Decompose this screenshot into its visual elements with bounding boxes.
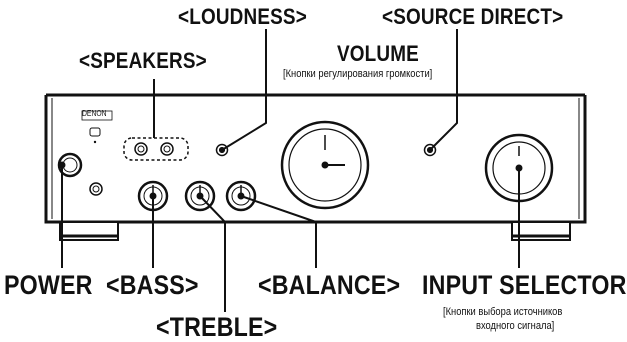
input-note-line2: входного сигнала] bbox=[476, 320, 555, 332]
bass-label: <BASS> bbox=[106, 270, 199, 300]
volume-note: [Кнопки регулирования громкости] bbox=[283, 68, 433, 80]
treble-label: <TREBLE> bbox=[156, 312, 278, 342]
speakers-label: <SPEAKERS> bbox=[79, 48, 207, 73]
speakers-group-outline bbox=[123, 137, 189, 161]
loudness-label: <LOUDNESS> bbox=[178, 4, 307, 29]
balance-knob bbox=[225, 180, 257, 212]
leader-source-direct bbox=[429, 29, 458, 151]
source-direct-label: <SOURCE DIRECT> bbox=[382, 4, 564, 29]
brand-logo: DENON bbox=[82, 109, 107, 118]
brand-logo-box bbox=[81, 110, 113, 121]
speakers-a-button bbox=[134, 142, 148, 156]
volume-label: VOLUME bbox=[337, 41, 419, 66]
input-selector-label: INPUT SELECTOR bbox=[422, 270, 627, 300]
source-direct-button bbox=[423, 143, 437, 157]
input-note-line1: [Кнопки выбора источников bbox=[443, 306, 563, 318]
power-label: POWER bbox=[4, 270, 93, 300]
treble-knob bbox=[184, 180, 216, 212]
speakers-b-button bbox=[160, 142, 174, 156]
loudness-button bbox=[215, 143, 229, 157]
leader-loudness bbox=[221, 29, 267, 151]
leader-treble bbox=[199, 195, 226, 312]
volume-knob bbox=[280, 120, 370, 210]
balance-label: <BALANCE> bbox=[258, 270, 401, 300]
leader-balance bbox=[240, 195, 317, 268]
headphone-jack bbox=[89, 182, 103, 196]
